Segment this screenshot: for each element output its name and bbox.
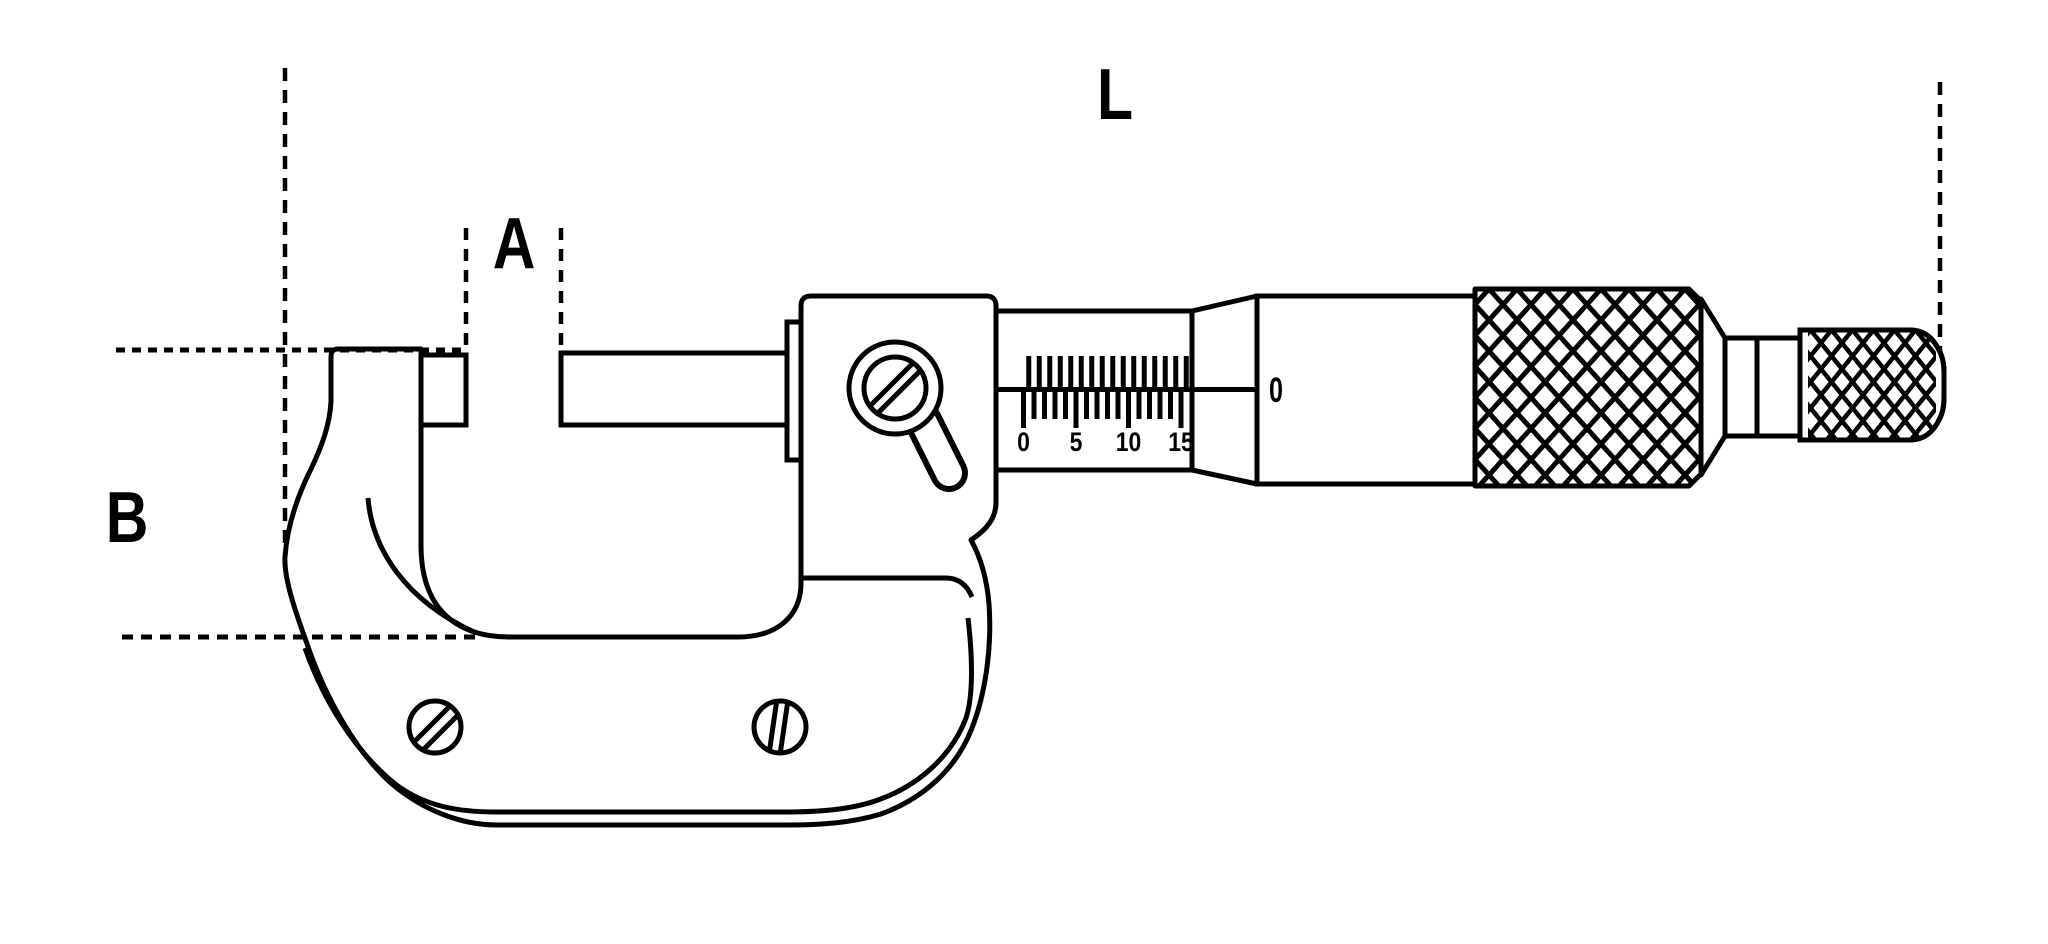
frame-screw-left [406,698,464,756]
thimble-zero-mark: 0 [1269,371,1283,410]
knurled-grip [1472,286,1704,489]
sleeve-scale-number: 10 [1116,427,1142,457]
ratchet-knob-knurl [1808,330,1936,440]
sleeve-scale-number: 0 [1017,427,1030,457]
ratchet-neck [1722,335,1803,439]
spindle-bearing-plate [784,319,804,463]
thimble-grip [1472,286,1947,489]
frame-screw-right [751,698,809,756]
dimension-lines [116,68,1943,640]
thimble-body [1254,293,1478,487]
frame-step-line [801,575,975,599]
spindle [558,350,795,428]
sleeve-tick-group [1021,356,1189,428]
lock-slot [866,359,924,417]
thimble: 0 [996,293,1478,487]
ratchet-knob-edge [1797,327,1947,443]
label-overall-length: L [1097,53,1133,134]
lock-ring-inner [861,354,929,422]
label-frame-depth: B [106,476,149,557]
frame-rim-line [302,617,974,815]
frame-throat-rim [365,497,478,636]
sleeve-scale-number: 5 [1070,427,1083,457]
anvil [418,352,469,428]
lock-lever [846,339,968,492]
lock-handle-body [910,408,962,486]
label-jaw-opening: A [493,202,536,283]
grip-taper [1698,296,1728,478]
